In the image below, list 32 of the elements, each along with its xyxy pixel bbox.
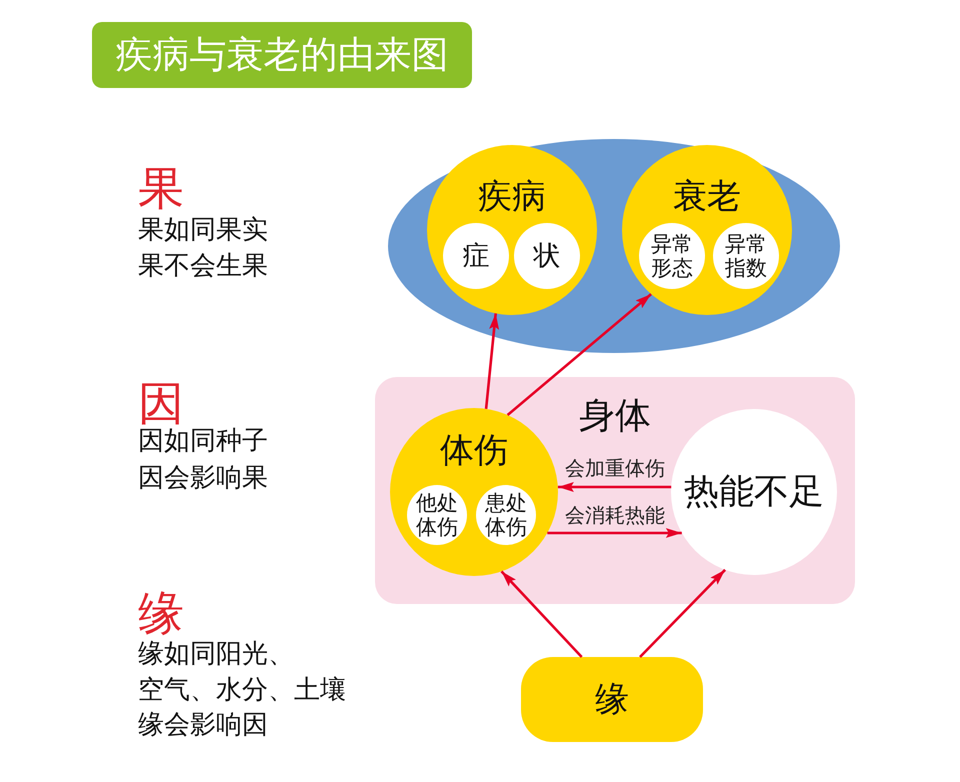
edge-label: 会消耗热能 (565, 504, 665, 526)
node-label: 状 (534, 240, 560, 272)
body-panel (375, 377, 855, 604)
description-text: 缘会影响因 (138, 712, 268, 738)
node-label: 症 (462, 240, 490, 272)
node-label: 他处体伤 (416, 490, 458, 540)
arrow (500, 570, 583, 658)
description-text: 果如同果实 (138, 217, 268, 243)
arrow (558, 482, 672, 492)
node-label: 疾病 (478, 177, 546, 217)
description-text: 因会影响果 (138, 465, 268, 491)
node-label: 衰老 (673, 177, 741, 217)
arrow (547, 528, 682, 538)
node-label: 患处体伤 (485, 490, 527, 540)
rounded-box (521, 657, 703, 742)
node-label: 异常形态 (651, 232, 693, 280)
section-heading: 缘 (138, 590, 184, 636)
arrow (639, 568, 726, 658)
arrow (484, 313, 500, 410)
title-banner: 疾病与衰老的由来图 (92, 22, 472, 88)
node-label: 缘 (595, 680, 629, 720)
node-label: 热能不足 (684, 472, 824, 512)
node-label: 异常指数 (725, 232, 767, 280)
section-heading: 因 (138, 380, 184, 426)
node-label: 身体 (579, 395, 651, 437)
section-heading: 果 (138, 165, 184, 211)
arrow (506, 293, 652, 416)
description-text: 因如同种子 (138, 428, 268, 454)
description-text: 果不会生果 (138, 253, 268, 279)
node-label: 体伤 (440, 431, 508, 471)
edge-label: 会加重体伤 (565, 457, 665, 479)
description-text: 缘如同阳光、空气、水分、土壤 (138, 638, 347, 707)
